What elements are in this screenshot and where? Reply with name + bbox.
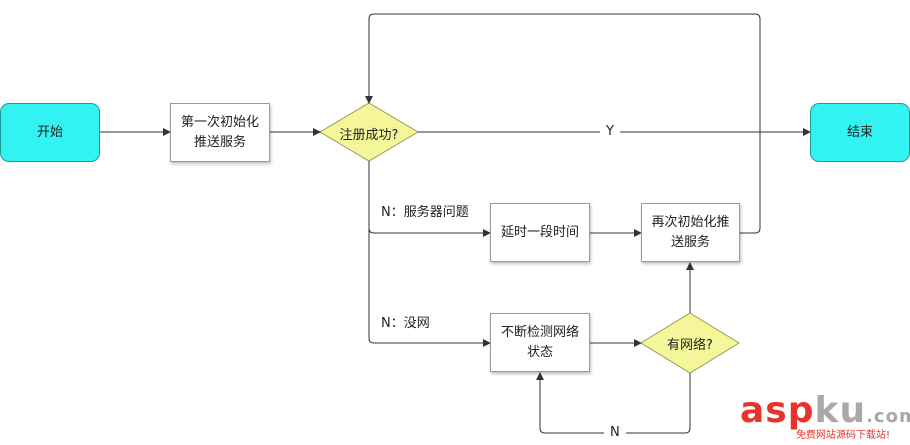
check-network-node: 不断检测网络状态 [490,313,590,372]
end-node: 结束 [810,103,910,162]
edge-label-yes: Y [600,124,620,140]
edge-label-server-issue: N：服务器问题 [381,205,469,220]
aspku-watermark-logo: aspku.com 免费网站源码下载站! [736,390,910,442]
init-push-node: 第一次初始化推送服务 [170,103,270,162]
watermark-main-red: asp [740,390,815,431]
has-network-label: 有网络? [667,338,713,353]
check-network-label: 不断检测网络状态 [500,324,579,360]
reinit-label: 再次初始化推送服务 [651,214,730,250]
edge-to-delay [368,227,491,237]
edge-no-network-loop [536,372,691,434]
edge-reinit-loop-back [365,13,761,234]
start-node: 开始 [0,103,100,162]
watermark-subtitle: 免费网站源码下载站! [796,430,891,441]
edge-to-check-network [368,337,491,347]
watermark-wordmark: aspku.com [740,390,910,431]
init-push-label: 第一次初始化推送服务 [180,114,259,150]
delay-node: 延时一段时间 [490,203,590,262]
end-label: 结束 [846,124,873,140]
registered-label: 注册成功? [339,128,399,143]
edge-label-no: N [604,425,626,441]
watermark-main-gray: ku [814,390,867,431]
reinit-node: 再次初始化推送服务 [641,203,740,262]
delay-label: 延时一段时间 [500,224,579,240]
edge-label-no-network: N：没网 [381,316,430,331]
start-label: 开始 [36,124,63,140]
watermark-suffix: .com [866,406,910,427]
